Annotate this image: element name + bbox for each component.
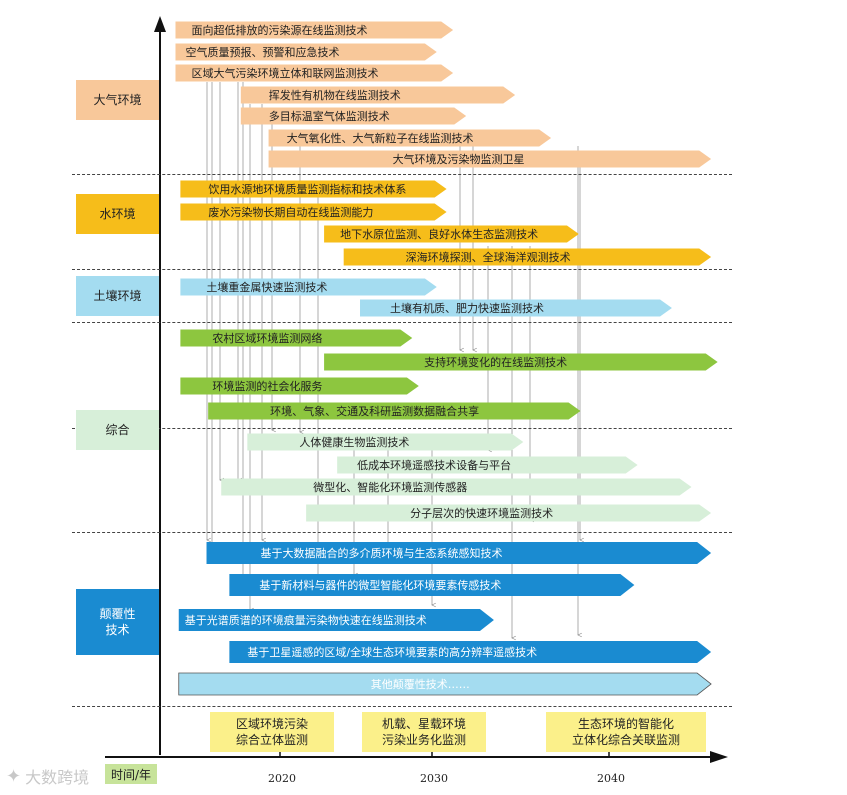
category-air-label: 大气环境 (93, 92, 142, 107)
technology-arrow (175, 21, 454, 39)
x-axis-arrowhead (710, 751, 728, 763)
technology-arrow (180, 278, 437, 296)
section-divider (72, 706, 732, 707)
category-integrated-label: 综合 (105, 422, 130, 437)
technology-arrow-label: 农村区域环境监测网络 (212, 331, 322, 345)
technology-arrow (268, 150, 712, 168)
technology-arrow-label: 深海环境探测、全球海洋观测技术 (406, 250, 571, 264)
technology-arrow (268, 129, 552, 147)
category-water: 水环境 (76, 194, 159, 234)
x-tick-label-2040: 2040 (597, 772, 625, 785)
technology-arrow (178, 609, 494, 631)
technology-arrow (178, 672, 712, 696)
category-air: 大气环境 (76, 80, 159, 120)
goal-label-1: 区域环境污染 综合立体监测 (235, 716, 308, 747)
technology-arrow (247, 433, 524, 451)
goal-label-2: 机载、星载环境 污染业务化监测 (381, 716, 466, 747)
technology-arrow-label: 基于卫星遥感的区域/全球生态环境要素的高分辨率遥感技术 (247, 645, 537, 659)
technology-arrow-label: 土壤有机质、肥力快速监测技术 (390, 301, 544, 315)
x-axis-title: 时间/年 (105, 764, 157, 784)
technology-arrow-label: 多目标温室气体监测技术 (269, 109, 390, 123)
technology-arrow-label: 空气质量预报、预警和应急技术 (185, 45, 339, 59)
goal-label-3: 生态环境的智能化 立体化综合关联监测 (571, 716, 680, 747)
technology-arrows: 面向超低排放的污染源在线监测技术空气质量预报、预警和应急技术区域大气污染环境立体… (175, 21, 718, 696)
technology-arrow (240, 107, 467, 125)
section-divider (72, 532, 732, 533)
technology-arrow-label: 基于大数据融合的多介质环境与生态系统感知技术 (261, 546, 503, 560)
y-axis-arrowhead (154, 16, 166, 32)
technology-arrow-label: 环境、气象、交通及科研监测数据融合共享 (270, 404, 479, 418)
technology-arrow (180, 203, 447, 221)
section-divider (72, 428, 732, 429)
technology-arrow (175, 64, 454, 82)
technology-arrow (360, 299, 672, 317)
section-divider (72, 322, 732, 323)
category-water-label: 水环境 (99, 206, 136, 221)
technology-arrow-label: 面向超低排放的污染源在线监测技术 (191, 23, 367, 37)
goal-box-3: 生态环境的智能化 立体化综合关联监测 (546, 712, 706, 752)
technology-arrow (324, 225, 579, 243)
goal-box-2: 机载、星载环境 污染业务化监测 (362, 712, 486, 752)
technology-arrow (324, 353, 718, 371)
technology-arrow-label: 分子层次的快速环境监测技术 (410, 506, 553, 520)
technology-arrow-label: 饮用水源地环境质量监测指标和技术体系 (208, 182, 406, 196)
technology-arrow-label: 环境监测的社会化服务 (212, 379, 322, 393)
technology-arrow-label: 区域大气污染环境立体和联网监测技术 (191, 66, 378, 80)
section-divider (72, 174, 732, 175)
technology-arrow-label: 基于新材料与器件的微型智能化环境要素传感技术 (259, 578, 501, 592)
technology-arrow (175, 43, 437, 61)
category-disruptive: 颠覆性 技术 (76, 589, 159, 655)
goal-box-1: 区域环境污染 综合立体监测 (210, 712, 334, 752)
technology-arrow-label: 人体健康生物监测技术 (299, 435, 409, 449)
technology-arrow-label: 地下水原位监测、良好水体生态监测技术 (340, 227, 538, 241)
technology-arrow-label: 低成本环境遥感技术设备与平台 (357, 458, 511, 472)
technology-arrow (180, 180, 447, 198)
section-divider (72, 269, 732, 270)
technology-arrow (337, 456, 638, 474)
technology-arrow-label: 废水污染物长期自动在线监测能力 (208, 205, 373, 219)
category-disruptive-label: 颠覆性 技术 (99, 606, 136, 637)
technology-arrow-label: 基于光谱质谱的环境痕量污染物快速在线监测技术 (185, 613, 427, 627)
technology-arrow-label: 其他颠覆性技术…… (371, 677, 470, 691)
technology-arrow-label: 土壤重金属快速监测技术 (206, 280, 327, 294)
technology-arrow-label: 挥发性有机物在线监测技术 (269, 88, 401, 102)
technology-arrow (221, 478, 692, 496)
x-tick-label-2030: 2030 (420, 772, 448, 785)
technology-arrow-label: 大气氧化性、大气新粒子在线监测技术 (287, 131, 474, 145)
technology-arrow (343, 248, 712, 266)
watermark-logo-icon: ✦ (6, 765, 22, 787)
technology-arrow-label: 微型化、智能化环境监测传感器 (313, 480, 467, 494)
technology-arrow (229, 574, 635, 596)
technology-arrow (206, 542, 712, 564)
technology-arrow (229, 641, 712, 663)
category-integrated: 综合 (76, 410, 159, 450)
technology-arrow-label: 大气环境及污染物监测卫星 (393, 152, 525, 166)
technology-arrow (240, 86, 516, 104)
technology-arrow (306, 504, 712, 522)
technology-arrow (180, 329, 413, 347)
technology-arrow-label: 支持环境变化的在线监测技术 (424, 355, 567, 369)
technology-arrow (180, 377, 419, 395)
watermark-text: 大数跨境 (25, 768, 90, 787)
category-soil-label: 土壤环境 (93, 288, 142, 303)
watermark: ✦ 大数跨境 (6, 764, 89, 788)
category-soil: 土壤环境 (76, 276, 159, 316)
x-tick-label-2020: 2020 (268, 772, 296, 785)
technology-arrow (208, 402, 581, 420)
